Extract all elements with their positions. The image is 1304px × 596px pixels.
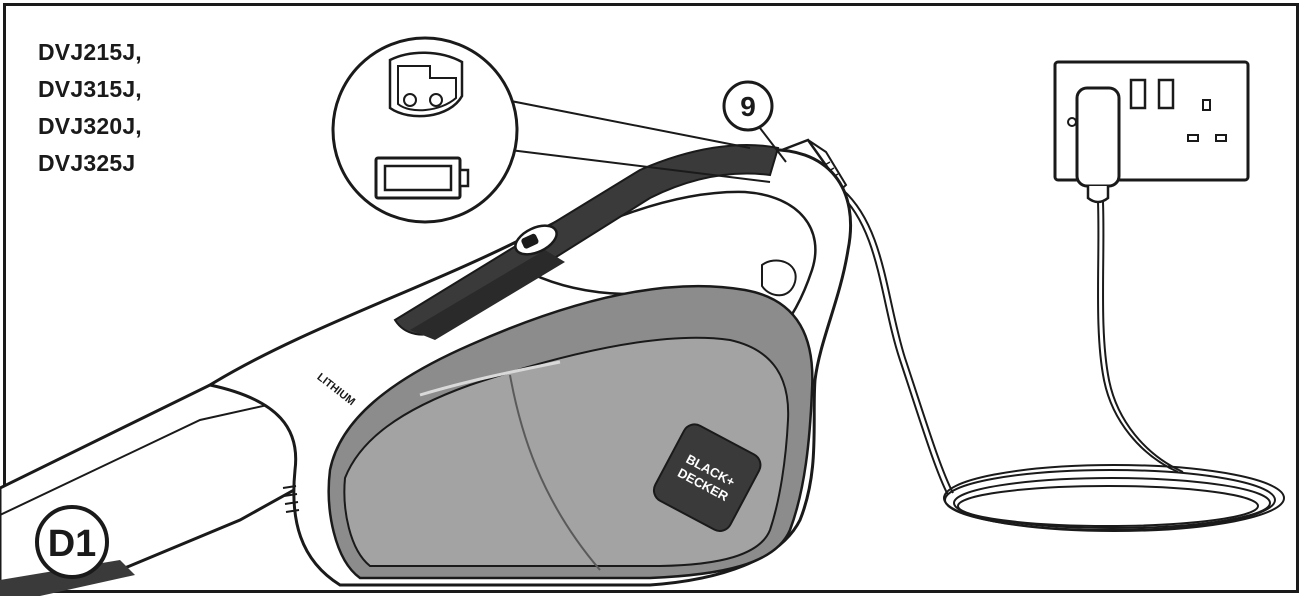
model-list: DVJ215J, DVJ315J, DVJ320J, DVJ325J (38, 34, 142, 182)
battery-icon (374, 156, 470, 200)
handheld-vacuum: BLACK+ DECKER LITHIUM (0, 143, 853, 596)
model-name: DVJ315J, (38, 76, 142, 102)
figure-frame (3, 3, 1299, 593)
charging-socket-icon (388, 51, 464, 118)
part-number-label: 9 (740, 91, 756, 122)
part-callout-9: 9 (722, 80, 787, 163)
charger-adapter (1075, 86, 1121, 204)
model-name: DVJ215J, (38, 39, 142, 65)
figure-label: D1 (48, 523, 97, 565)
brand-logo: BLACK+ DECKER (652, 423, 762, 532)
charging-port-callout (331, 36, 771, 224)
charger-cable (837, 189, 1285, 532)
model-name: DVJ325J (38, 150, 136, 176)
model-name: DVJ320J, (38, 113, 142, 139)
figure-label-badge: D1 (35, 505, 109, 579)
